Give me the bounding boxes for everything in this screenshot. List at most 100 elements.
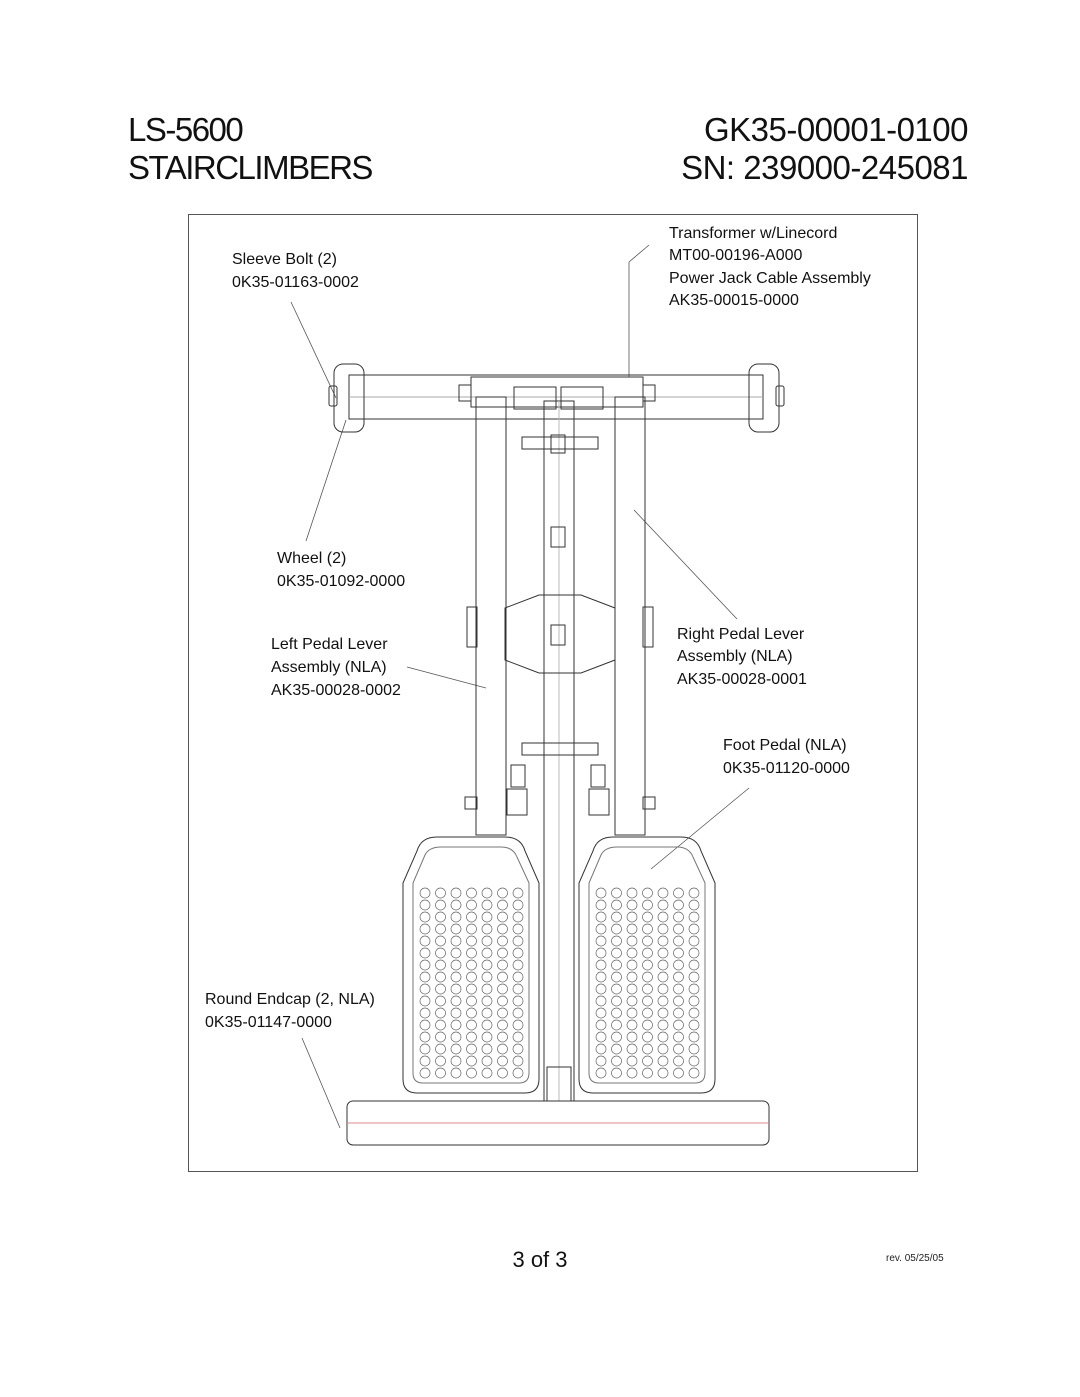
tread-hole xyxy=(419,959,431,971)
tread-hole xyxy=(626,923,638,935)
tread-hole xyxy=(466,1067,477,1079)
tread-hole xyxy=(419,1031,431,1043)
power-jack-label: Power Jack Cable Assembly xyxy=(669,270,871,287)
round-endcap-label: Round Endcap (2, NLA) xyxy=(205,991,375,1008)
tread-hole xyxy=(419,887,431,899)
tread-hole xyxy=(673,1043,684,1055)
tread-hole xyxy=(626,887,638,899)
tread-hole xyxy=(611,983,622,995)
tread-hole xyxy=(657,935,669,947)
tread-hole xyxy=(626,971,638,983)
tread-hole xyxy=(642,1019,653,1031)
tread-hole xyxy=(595,1007,607,1019)
tread-hole xyxy=(497,887,508,899)
pedal-hinges xyxy=(464,764,656,816)
tread-hole xyxy=(481,1031,493,1043)
tread-hole xyxy=(466,971,477,983)
tread-hole xyxy=(626,983,638,995)
foot-pedal-right xyxy=(578,836,716,1094)
tread-hole xyxy=(642,971,653,983)
assembly-part-number: GK35-00001-0100 xyxy=(703,111,969,148)
tread-hole xyxy=(435,1067,446,1079)
tread-hole xyxy=(595,1043,607,1055)
parts-diagram: Sleeve Bolt (2) 0K35-01163-0002 Transfor… xyxy=(188,214,918,1172)
tread-hole xyxy=(642,923,653,935)
serial-number-range: SN: 239000-245081 xyxy=(681,149,968,186)
tread-hole xyxy=(595,1067,607,1079)
tread-hole xyxy=(688,947,700,959)
tread-hole xyxy=(611,971,622,983)
tread-hole xyxy=(673,1031,684,1043)
tread-hole xyxy=(642,911,653,923)
tread-hole xyxy=(512,1007,524,1019)
tread-hole xyxy=(481,959,493,971)
tread-hole xyxy=(512,971,524,983)
right-pedal-lever-part: AK35-00028-0001 xyxy=(677,671,807,688)
tread-hole xyxy=(673,1019,684,1031)
tread-hole xyxy=(611,1055,622,1067)
tread-hole xyxy=(673,899,684,911)
tread-hole xyxy=(512,887,524,899)
tread-hole xyxy=(481,971,493,983)
center-plate xyxy=(466,594,654,674)
tread-hole xyxy=(611,1067,622,1079)
tread-hole xyxy=(626,1055,638,1067)
tread-hole xyxy=(595,983,607,995)
transformer-part: MT00-00196-A000 xyxy=(669,247,803,264)
tread-hole xyxy=(419,971,431,983)
tread-hole xyxy=(419,1043,431,1055)
tread-hole xyxy=(481,887,493,899)
tread-hole xyxy=(673,959,684,971)
tread-hole xyxy=(481,1055,493,1067)
tread-hole xyxy=(481,947,493,959)
tread-hole xyxy=(497,1067,508,1079)
tread-hole xyxy=(497,1019,508,1031)
tread-hole xyxy=(450,1043,462,1055)
tread-hole xyxy=(688,887,700,899)
tread-hole xyxy=(512,995,524,1007)
tread-hole xyxy=(481,1007,493,1019)
tread-hole xyxy=(657,1007,669,1019)
tread-hole xyxy=(688,971,700,983)
tread-hole xyxy=(466,1007,477,1019)
tread-hole xyxy=(512,923,524,935)
tread-hole xyxy=(673,911,684,923)
tread-hole xyxy=(688,1019,700,1031)
tread-hole xyxy=(512,935,524,947)
tread-hole xyxy=(450,1031,462,1043)
tread-hole xyxy=(481,1019,493,1031)
tread-hole xyxy=(595,959,607,971)
tread-hole xyxy=(435,983,446,995)
tread-hole xyxy=(435,935,446,947)
leader-lines xyxy=(290,244,750,1129)
tread-hole xyxy=(497,935,508,947)
left-pedal-lever-part: AK35-00028-0002 xyxy=(271,682,401,699)
tread-hole xyxy=(673,995,684,1007)
tread-hole xyxy=(450,983,462,995)
tread-hole xyxy=(466,1031,477,1043)
tread-hole xyxy=(419,899,431,911)
tread-hole xyxy=(450,1067,462,1079)
tread-hole xyxy=(626,995,638,1007)
tread-hole xyxy=(512,1067,524,1079)
tread-hole xyxy=(419,1067,431,1079)
tread-hole xyxy=(512,959,524,971)
left-pedal-lever-label-2: Assembly (NLA) xyxy=(271,659,387,676)
right-pedal-lever-label: Right Pedal Lever xyxy=(677,626,805,643)
tread-hole xyxy=(497,1043,508,1055)
tread-hole xyxy=(611,935,622,947)
tread-hole xyxy=(497,1007,508,1019)
tread-hole xyxy=(419,923,431,935)
tread-hole xyxy=(450,923,462,935)
tread-hole xyxy=(435,995,446,1007)
power-jack-part: AK35-00015-0000 xyxy=(669,292,799,309)
round-endcap-part: 0K35-01147-0000 xyxy=(205,1014,332,1031)
tread-hole xyxy=(657,1067,669,1079)
tread-hole xyxy=(626,935,638,947)
tread-hole xyxy=(595,899,607,911)
tread-hole xyxy=(688,899,700,911)
foot-pedal-part: 0K35-01120-0000 xyxy=(723,760,850,777)
tread-hole xyxy=(435,1043,446,1055)
tread-hole xyxy=(673,1007,684,1019)
transformer-label: Transformer w/Linecord xyxy=(669,225,838,242)
